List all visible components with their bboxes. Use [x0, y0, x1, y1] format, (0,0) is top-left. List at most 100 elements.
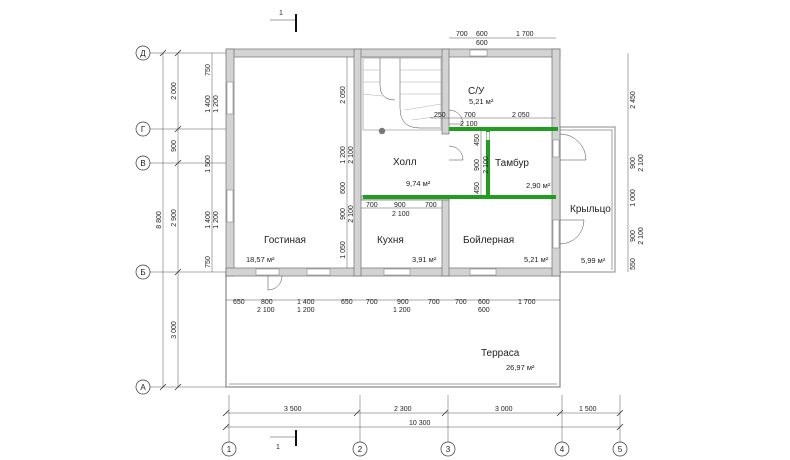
section-marker-top: 1 [270, 10, 297, 32]
room-kitchen-area: 3,91 м² [412, 255, 437, 264]
room-boiler-name: Бойлерная [463, 235, 514, 246]
room-porch-area: 5,99 м² [581, 256, 606, 265]
dim-bottom-4: 1 500 [579, 406, 597, 413]
dim-bottom-total: 10 300 [409, 420, 431, 427]
svg-text:2 100: 2 100 [483, 156, 490, 174]
green-partitions [363, 127, 558, 199]
dim-left-total: 8 800 [156, 211, 163, 229]
svg-text:900: 900 [630, 157, 637, 169]
svg-text:700: 700 [464, 112, 476, 119]
window-boiler [469, 268, 497, 276]
svg-text:550: 550 [630, 258, 637, 270]
window-living-2 [226, 189, 234, 223]
svg-text:700: 700 [456, 31, 468, 38]
room-labels: Гостиная 18,57 м² Холл 9,74 м² Кухня 3,9… [246, 86, 611, 372]
window-tambour-door [552, 139, 560, 158]
window-kitchen [383, 268, 411, 276]
svg-text:700: 700 [366, 299, 378, 306]
svg-text:700: 700 [455, 299, 467, 306]
dim-left-2: 900 [171, 140, 178, 152]
svg-text:250: 250 [434, 112, 446, 119]
svg-text:1 500: 1 500 [205, 155, 212, 173]
svg-text:900: 900 [394, 202, 406, 209]
svg-text:750: 750 [205, 256, 212, 268]
section-marker-top-label: 1 [279, 10, 283, 17]
svg-text:700: 700 [428, 299, 440, 306]
dim-left-1: 2 000 [171, 82, 178, 100]
svg-text:1 200: 1 200 [393, 307, 411, 314]
axis-bubble-3 [440, 441, 456, 457]
svg-text:650: 650 [341, 299, 353, 306]
svg-text:750: 750 [205, 64, 212, 76]
window-living-3 [255, 268, 280, 276]
axis-bubble-a [135, 379, 151, 395]
svg-text:2 450: 2 450 [630, 91, 637, 109]
axis-bubble-b [135, 264, 151, 280]
bottom-dimensions: 3 500 2 300 3 000 1 500 10 300 [222, 406, 624, 431]
axis-label-d: Д [140, 49, 146, 58]
svg-text:700: 700 [425, 202, 437, 209]
svg-text:600: 600 [478, 299, 490, 306]
axis-bubble-2 [352, 441, 368, 457]
svg-text:2 050: 2 050 [340, 86, 347, 104]
window-bathroom [469, 49, 488, 57]
section-marker-bottom: 1 [270, 430, 297, 451]
axis-label-4: 4 [560, 445, 565, 454]
axis-bubble-d [135, 45, 151, 61]
svg-text:1 700: 1 700 [518, 299, 536, 306]
tambour-dimensions: 450 900 2 100 450 [474, 129, 490, 197]
number-axes: 1 2 3 4 5 [221, 395, 628, 457]
svg-text:600: 600 [476, 40, 488, 47]
room-hall-area: 9,74 м² [406, 179, 431, 188]
section-marker-bottom-label: 1 [276, 444, 280, 451]
axis-bubble-5 [612, 441, 628, 457]
window-living-1 [226, 81, 234, 115]
room-hall-name: Холл [393, 157, 417, 168]
svg-text:450: 450 [474, 182, 481, 194]
svg-text:900: 900 [397, 299, 409, 306]
axis-label-b: Б [140, 268, 145, 277]
svg-text:650: 650 [233, 299, 245, 306]
svg-text:2 100: 2 100 [638, 154, 645, 172]
svg-text:1 200: 1 200 [213, 211, 220, 229]
room-tambour-name: Тамбур [495, 157, 529, 169]
axis-label-g: Г [141, 125, 146, 134]
left-dimensions: 8 800 2 000 900 2 900 3 000 750 1 400 1 … [156, 49, 220, 391]
svg-text:700: 700 [366, 202, 378, 209]
svg-text:1 400: 1 400 [205, 211, 212, 229]
svg-text:2 100: 2 100 [638, 227, 645, 245]
dim-bottom-1: 3 500 [284, 406, 302, 413]
svg-text:900: 900 [474, 159, 481, 171]
letter-axes: Д Г В Б А [135, 45, 230, 395]
bath-bottom-dimensions: 250 700 2 100 2 050 [430, 112, 556, 128]
bath-top-dimensions: 700 600 1 700 600 [449, 31, 556, 47]
axis-label-5: 5 [618, 445, 623, 454]
room-porch-name: Крыльцо [570, 204, 611, 215]
svg-text:1 200: 1 200 [213, 95, 220, 113]
room-terrace-name: Терраса [481, 348, 520, 359]
room-boiler-area: 5,21 м² [524, 255, 549, 264]
axis-bubble-4 [554, 441, 570, 457]
room-tambour-area: 2,90 м² [526, 181, 551, 190]
svg-text:450: 450 [474, 134, 481, 146]
living-right-dimensions: 2 050 1 200 2 100 600 900 2 100 1 050 [340, 57, 355, 268]
axis-bubble-v [135, 155, 151, 171]
svg-text:600: 600 [476, 31, 488, 38]
svg-text:2 100: 2 100 [392, 211, 410, 218]
axis-label-3: 3 [446, 445, 451, 454]
svg-text:900: 900 [340, 208, 347, 220]
room-bathroom-name: С/У [468, 86, 485, 97]
dim-bottom-3: 3 000 [495, 406, 513, 413]
svg-text:1 400: 1 400 [205, 95, 212, 113]
doors [267, 109, 587, 291]
windows [226, 49, 560, 276]
svg-text:800: 800 [261, 299, 273, 306]
dim-left-4: 3 000 [171, 321, 178, 339]
dim-left-3: 2 900 [171, 209, 178, 227]
svg-text:600: 600 [478, 307, 490, 314]
svg-text:2 100: 2 100 [348, 146, 355, 164]
axis-label-v: В [140, 159, 145, 168]
room-living-name: Гостиная [264, 235, 306, 246]
kitchen-top-dimensions: 700 900 700 2 100 [361, 202, 442, 218]
dim-bottom-2: 2 300 [394, 406, 412, 413]
